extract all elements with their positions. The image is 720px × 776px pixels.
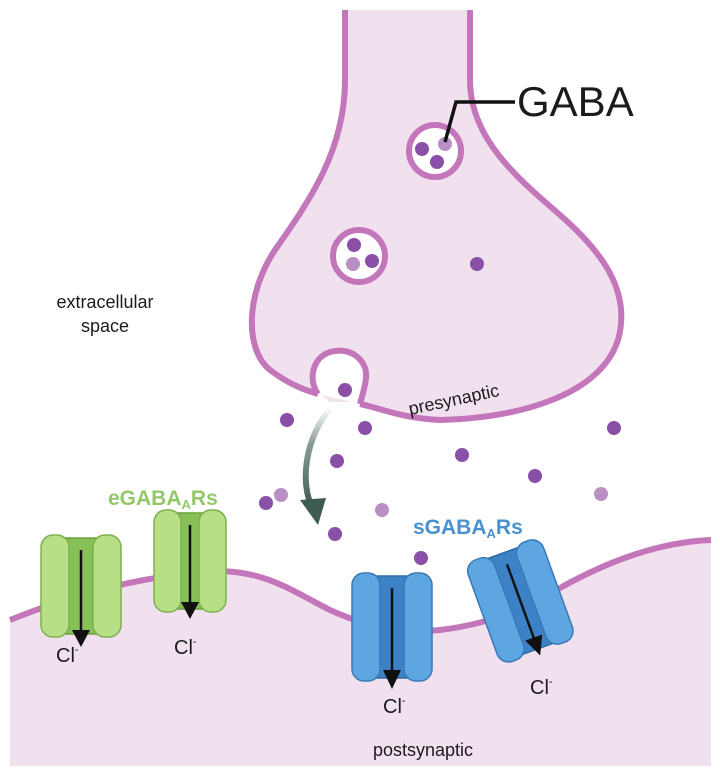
- gaba-label: GABA: [517, 78, 634, 125]
- chloride-ion-label: Cl-: [56, 644, 79, 667]
- sgabaa-receptor: [466, 539, 574, 663]
- vesicle-labeled: [406, 122, 464, 180]
- gaba-molecule: [330, 454, 344, 468]
- chloride-flow-arrowhead: [181, 602, 199, 619]
- postsynaptic-label: postsynaptic: [373, 740, 473, 760]
- extracellular-space-label: extracellular space: [56, 292, 153, 336]
- gaba-molecule: [430, 155, 444, 169]
- gaba-leader-line: [443, 100, 515, 143]
- gaba-molecule: [338, 383, 352, 397]
- gaba-molecule: [346, 257, 360, 271]
- release-arrow-head: [300, 498, 326, 525]
- gaba-molecule: [375, 503, 389, 517]
- chloride-ion-label: Cl-: [530, 676, 553, 699]
- chloride-flow-arrowhead: [525, 634, 543, 656]
- gaba-molecule: [455, 448, 469, 462]
- egabaa-receptor: [153, 509, 227, 619]
- gaba-molecule: [259, 496, 273, 510]
- sgabaa-receptors-label: sGABAARs: [413, 516, 523, 541]
- gaba-molecule: [470, 257, 484, 271]
- chloride-ion-label: Cl-: [174, 636, 197, 659]
- gaba-molecule: [415, 142, 429, 156]
- gaba-callout: GABA: [443, 78, 634, 143]
- chloride-flow-arrow: [505, 563, 536, 640]
- egabaa-label-prefix: eGABA: [108, 487, 182, 510]
- sgabaa-label-sub: A: [487, 526, 497, 541]
- presynaptic-membrane-right: [359, 10, 625, 424]
- gaba-molecule: [347, 238, 361, 252]
- gaba-molecule: [328, 527, 342, 541]
- chloride-flow-arrowhead: [72, 630, 90, 647]
- gaba-molecule: [594, 487, 608, 501]
- gaba-molecule: [274, 488, 288, 502]
- sgabaa-label-prefix: sGABA: [413, 516, 487, 539]
- egabaa-label-sub: A: [182, 497, 192, 512]
- presynaptic-terminal: [248, 10, 625, 424]
- gaba-molecule: [438, 137, 452, 151]
- released-gaba: [259, 413, 621, 565]
- egabaa-label-suffix: Rs: [191, 487, 218, 510]
- gaba-molecule: [280, 413, 294, 427]
- chloride-ion-label: Cl-: [383, 695, 406, 718]
- gaba-molecule: [358, 421, 372, 435]
- presynaptic-cytoplasm: [251, 10, 622, 420]
- sgabaa-label-suffix: Rs: [496, 516, 523, 539]
- gaba-molecule: [528, 469, 542, 483]
- egabaa-receptors-label: eGABAARs: [108, 487, 218, 512]
- chloride-flow-arrowhead: [383, 670, 401, 689]
- gaba-molecule: [607, 421, 621, 435]
- gaba-molecule: [365, 254, 379, 268]
- release-arrow: [300, 405, 333, 525]
- gaba-molecule: [414, 551, 428, 565]
- egabaa-receptor: [40, 534, 122, 647]
- vesicle: [330, 227, 388, 285]
- fusing-vesicle: [309, 347, 370, 405]
- sgabaa-receptor: [351, 572, 433, 689]
- presynaptic-membrane-left: [248, 10, 348, 397]
- extracellular-label-line2: space: [81, 316, 129, 336]
- extracellular-label-line1: extracellular: [56, 292, 153, 312]
